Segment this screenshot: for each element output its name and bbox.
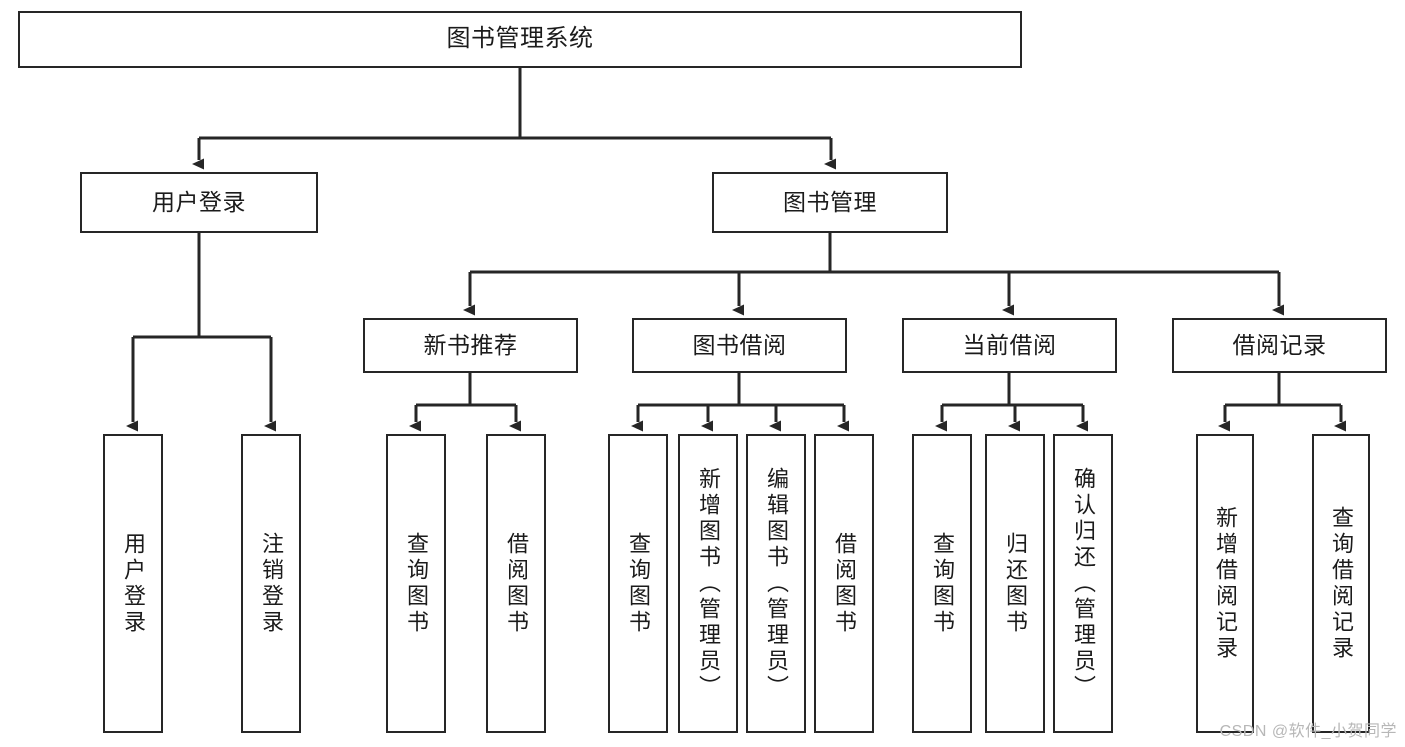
leaf-return-book[interactable]: 归还图书 bbox=[985, 434, 1045, 733]
leaf-query-book-borrow-label: 查询图书 bbox=[626, 531, 651, 636]
leaf-edit-book-admin-label: 编辑图书（管理员） bbox=[764, 466, 789, 701]
node-borrow-record-label: 借阅记录 bbox=[1232, 331, 1327, 358]
leaf-add-book-admin-label: 新增图书（管理员） bbox=[696, 466, 721, 701]
leaf-confirm-return-admin-label: 确认归还（管理员） bbox=[1071, 466, 1096, 701]
node-user-login[interactable]: 用户登录 bbox=[80, 172, 318, 233]
leaf-return-book-label: 归还图书 bbox=[1003, 531, 1028, 636]
leaf-query-borrow-record-label: 查询借阅记录 bbox=[1329, 505, 1354, 662]
leaf-add-borrow-record[interactable]: 新增借阅记录 bbox=[1196, 434, 1254, 733]
leaf-borrow-book[interactable]: 借阅图书 bbox=[814, 434, 874, 733]
leaf-borrow-book-recommend[interactable]: 借阅图书 bbox=[486, 434, 546, 733]
node-book-borrow-label: 图书借阅 bbox=[692, 331, 787, 358]
leaf-query-book-recommend-label: 查询图书 bbox=[404, 531, 429, 636]
node-current-borrow-label: 当前借阅 bbox=[962, 331, 1057, 358]
node-current-borrow[interactable]: 当前借阅 bbox=[902, 318, 1117, 373]
node-borrow-record[interactable]: 借阅记录 bbox=[1172, 318, 1387, 373]
node-new-book-recommend[interactable]: 新书推荐 bbox=[363, 318, 578, 373]
node-book-manage[interactable]: 图书管理 bbox=[712, 172, 948, 233]
leaf-query-book-current[interactable]: 查询图书 bbox=[912, 434, 972, 733]
leaf-user-login[interactable]: 用户登录 bbox=[103, 434, 163, 733]
node-root-label: 图书管理系统 bbox=[446, 25, 594, 53]
leaf-borrow-book-label: 借阅图书 bbox=[832, 531, 857, 636]
node-new-book-recommend-label: 新书推荐 bbox=[423, 331, 518, 358]
leaf-add-borrow-record-label: 新增借阅记录 bbox=[1213, 505, 1238, 662]
node-root[interactable]: 图书管理系统 bbox=[18, 11, 1022, 68]
leaf-add-book-admin[interactable]: 新增图书（管理员） bbox=[678, 434, 738, 733]
leaf-query-book-recommend[interactable]: 查询图书 bbox=[386, 434, 446, 733]
leaf-query-book-borrow[interactable]: 查询图书 bbox=[608, 434, 668, 733]
leaf-query-borrow-record[interactable]: 查询借阅记录 bbox=[1312, 434, 1370, 733]
leaf-logout-label: 注销登录 bbox=[259, 531, 284, 636]
node-book-borrow[interactable]: 图书借阅 bbox=[632, 318, 847, 373]
node-book-manage-label: 图书管理 bbox=[783, 188, 877, 215]
leaf-edit-book-admin[interactable]: 编辑图书（管理员） bbox=[746, 434, 806, 733]
leaf-borrow-book-recommend-label: 借阅图书 bbox=[504, 531, 529, 636]
leaf-query-book-current-label: 查询图书 bbox=[930, 531, 955, 636]
leaf-logout[interactable]: 注销登录 bbox=[241, 434, 301, 733]
watermark: CSDN @软件_小贺同学 bbox=[1219, 723, 1397, 740]
node-user-login-label: 用户登录 bbox=[152, 188, 246, 215]
leaf-confirm-return-admin[interactable]: 确认归还（管理员） bbox=[1053, 434, 1113, 733]
leaf-user-login-label: 用户登录 bbox=[121, 531, 146, 636]
